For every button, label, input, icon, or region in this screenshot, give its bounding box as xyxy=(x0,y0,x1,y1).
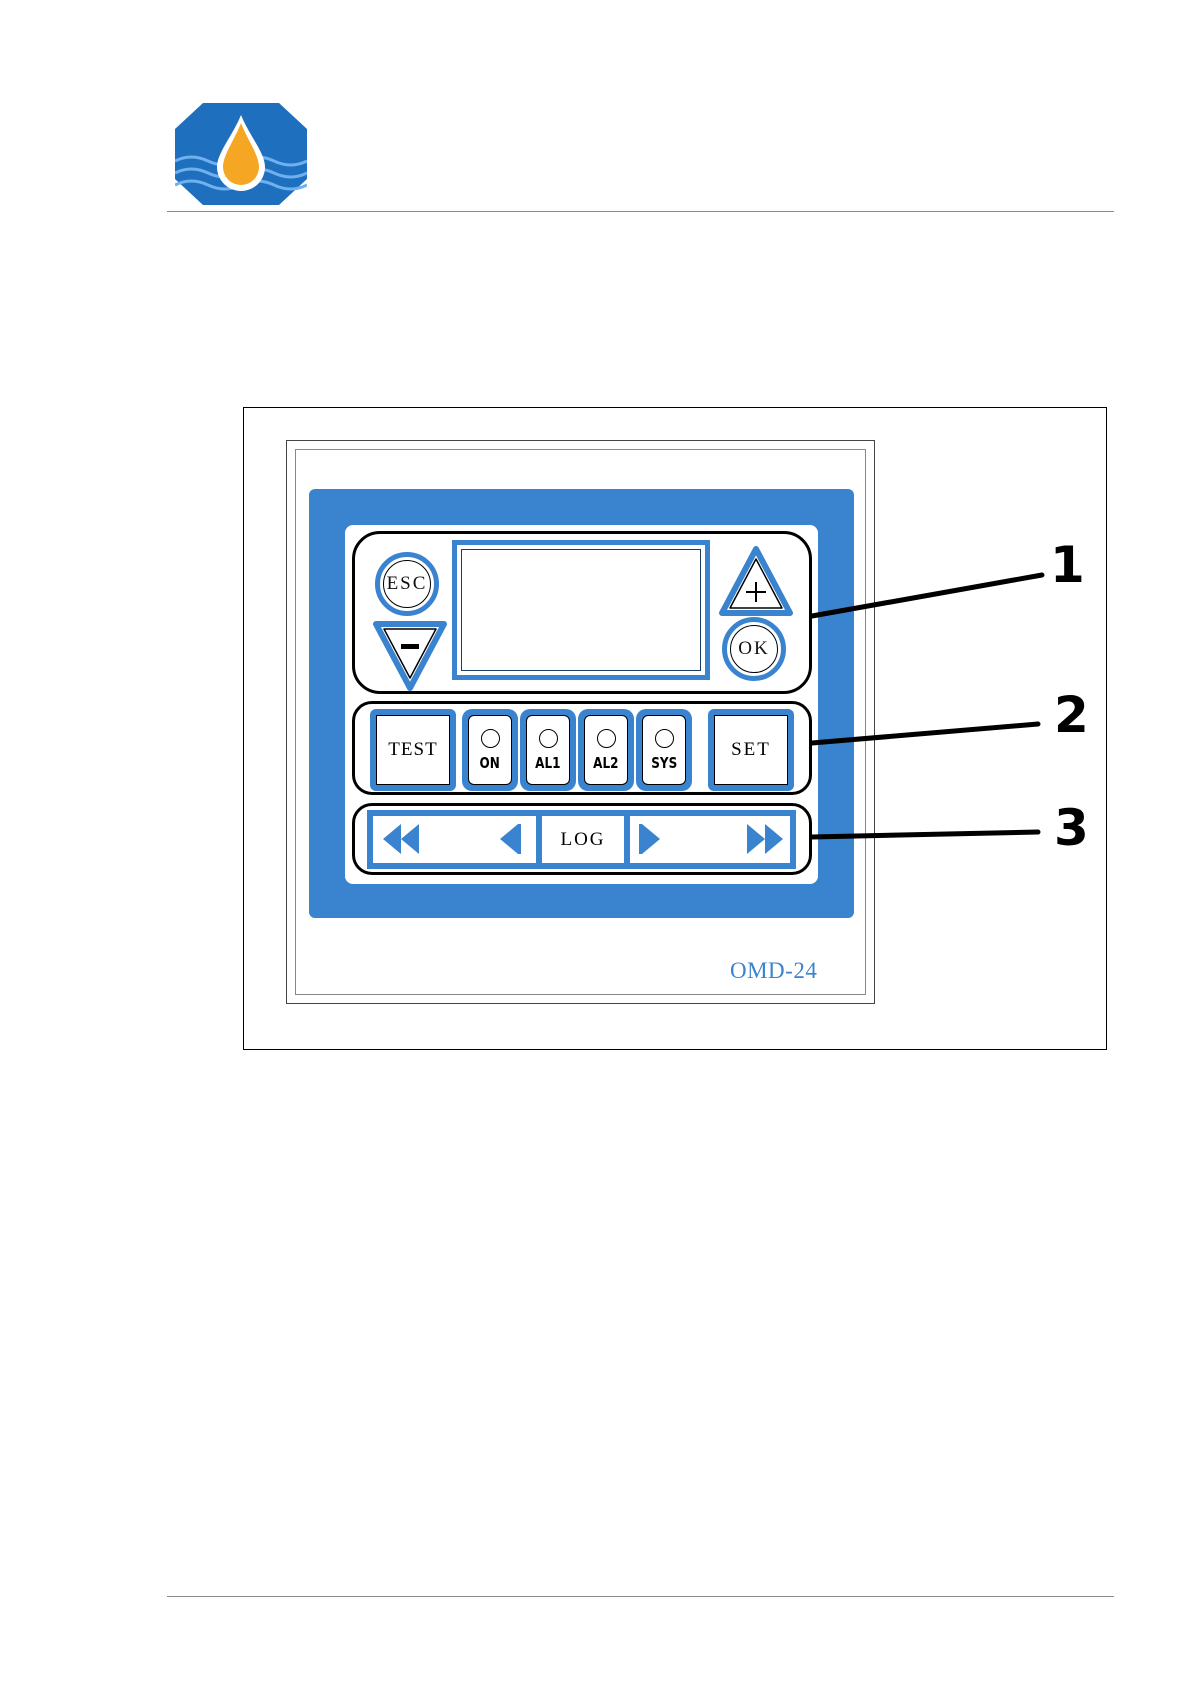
log-label: LOG xyxy=(542,816,624,863)
indicator-al2: AL2 xyxy=(578,709,634,791)
led-lamp-icon xyxy=(481,729,500,748)
log-navigation-bar: LOG xyxy=(367,810,796,869)
test-label: TEST xyxy=(376,715,450,785)
ok-button[interactable]: OK xyxy=(722,617,786,681)
fast-forward-icon[interactable] xyxy=(745,822,785,856)
set-button[interactable]: SET xyxy=(708,709,794,791)
fast-rewind-icon[interactable] xyxy=(381,822,421,856)
indicator-sys-label: SYS xyxy=(651,754,677,772)
led-lamp-icon xyxy=(539,729,558,748)
step-forward-icon[interactable] xyxy=(638,822,664,856)
header-divider xyxy=(167,211,1114,212)
indicator-on: ON xyxy=(462,709,518,791)
callout-number-1: 1 xyxy=(1050,536,1085,594)
esc-label: ESC xyxy=(387,573,428,595)
indicator-al1: AL1 xyxy=(520,709,576,791)
indicator-sys: SYS xyxy=(636,709,692,791)
callout-number-3: 3 xyxy=(1054,799,1089,857)
esc-button[interactable]: ESC xyxy=(375,552,439,616)
indicator-on-label: ON xyxy=(480,754,500,772)
model-label: OMD-24 xyxy=(730,958,817,984)
step-back-icon[interactable] xyxy=(496,822,522,856)
led-lamp-icon xyxy=(655,729,674,748)
lcd-display xyxy=(452,540,710,680)
led-lamp-icon xyxy=(597,729,616,748)
indicator-al2-label: AL2 xyxy=(593,754,618,772)
test-button[interactable]: TEST xyxy=(370,709,456,791)
plus-button[interactable] xyxy=(718,545,794,617)
indicator-al1-label: AL1 xyxy=(535,754,560,772)
minus-button[interactable] xyxy=(372,620,448,692)
minus-icon xyxy=(401,644,419,649)
log-button[interactable]: LOG xyxy=(542,816,624,863)
callout-number-2: 2 xyxy=(1054,686,1089,744)
ok-label: OK xyxy=(738,638,769,660)
set-label: SET xyxy=(714,715,788,785)
company-logo xyxy=(175,103,307,205)
footer-divider xyxy=(167,1596,1114,1597)
